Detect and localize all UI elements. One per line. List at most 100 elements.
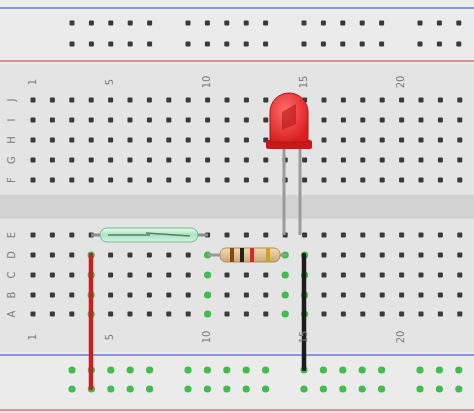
breadboard-hole <box>302 158 307 163</box>
breadboard-hole <box>69 138 74 143</box>
breadboard-hole <box>69 293 74 298</box>
breadboard-hole <box>263 42 268 47</box>
connected-hole <box>339 385 346 392</box>
breadboard-hole <box>302 178 307 183</box>
breadboard-hole <box>225 98 230 103</box>
breadboard-hole <box>360 21 365 26</box>
row-letter: D <box>7 251 17 259</box>
breadboard-hole <box>69 312 74 317</box>
breadboard-hole <box>360 253 365 258</box>
breadboard-hole <box>186 98 191 103</box>
breadboard-hole <box>147 138 152 143</box>
breadboard-hole <box>31 138 36 143</box>
breadboard-hole <box>360 118 365 123</box>
breadboard-hole <box>457 293 462 298</box>
breadboard-hole <box>89 98 94 103</box>
breadboard-hole <box>341 98 346 103</box>
breadboard-hole <box>50 293 55 298</box>
breadboard-hole <box>380 253 385 258</box>
breadboard-hole <box>457 233 462 238</box>
breadboard-hole <box>399 312 404 317</box>
breadboard-hole <box>360 158 365 163</box>
breadboard-hole <box>128 293 133 298</box>
connected-hole <box>262 366 269 373</box>
breadboard-hole <box>147 178 152 183</box>
breadboard-hole <box>341 158 346 163</box>
connected-hole <box>204 366 211 373</box>
breadboard-hole <box>225 158 230 163</box>
breadboard-hole <box>263 293 268 298</box>
breadboard-hole <box>340 42 345 47</box>
breadboard-hole <box>418 42 423 47</box>
breadboard-hole <box>380 293 385 298</box>
breadboard-hole <box>186 293 191 298</box>
breadboard-hole <box>419 293 424 298</box>
rail-red-line <box>0 60 474 61</box>
breadboard-hole <box>321 21 326 26</box>
connected-hole <box>204 291 211 298</box>
hole-grid <box>31 21 463 393</box>
breadboard-hole <box>50 273 55 278</box>
breadboard-hole <box>360 178 365 183</box>
column-number: 20 <box>397 331 407 344</box>
breadboard-hole <box>302 42 307 47</box>
connected-hole <box>68 366 75 373</box>
breadboard-hole <box>50 233 55 238</box>
led <box>266 93 312 149</box>
breadboard-hole <box>108 98 113 103</box>
breadboard-hole <box>147 118 152 123</box>
breadboard-hole <box>457 98 462 103</box>
breadboard-hole <box>108 42 113 47</box>
breadboard-hole <box>186 273 191 278</box>
breadboard-hole <box>50 158 55 163</box>
breadboard-hole <box>322 118 327 123</box>
connected-hole <box>378 366 385 373</box>
breadboard-hole <box>205 138 210 143</box>
breadboard-hole <box>263 273 268 278</box>
breadboard-hole <box>186 138 191 143</box>
row-letter: E <box>7 232 17 238</box>
breadboard-hole <box>69 273 74 278</box>
breadboard-hole <box>438 233 443 238</box>
breadboard-hole <box>438 158 443 163</box>
breadboard-hole <box>224 21 229 26</box>
connected-hole <box>107 366 114 373</box>
breadboard-hole <box>31 253 36 258</box>
breadboard-hole <box>437 42 442 47</box>
breadboard-hole <box>399 158 404 163</box>
connected-hole <box>204 385 211 392</box>
connected-hole <box>127 366 134 373</box>
breadboard-hole <box>147 98 152 103</box>
breadboard-hole <box>360 138 365 143</box>
breadboard-hole <box>108 138 113 143</box>
breadboard-hole <box>438 273 443 278</box>
connected-hole <box>146 366 153 373</box>
breadboard-hole <box>341 118 346 123</box>
column-number: 15 <box>300 331 310 344</box>
breadboard-hole <box>147 273 152 278</box>
breadboard-hole <box>322 233 327 238</box>
breadboard-hole <box>244 138 249 143</box>
breadboard-hole <box>147 293 152 298</box>
breadboard-hole <box>50 178 55 183</box>
breadboard-hole <box>322 98 327 103</box>
connected-hole <box>416 366 423 373</box>
breadboard-hole <box>322 138 327 143</box>
breadboard-hole <box>399 178 404 183</box>
breadboard-hole <box>360 312 365 317</box>
row-letter: B <box>7 292 17 299</box>
breadboard-hole <box>69 233 74 238</box>
breadboard-hole <box>399 138 404 143</box>
row-letter: A <box>7 311 17 318</box>
connected-hole <box>282 310 289 317</box>
breadboard-hole <box>50 253 55 258</box>
breadboard-hole <box>128 138 133 143</box>
breadboard-hole <box>322 253 327 258</box>
breadboard-hole <box>244 158 249 163</box>
breadboard-hole <box>244 233 249 238</box>
breadboard-hole <box>438 312 443 317</box>
breadboard-hole <box>322 178 327 183</box>
breadboard-hole <box>419 253 424 258</box>
connected-hole <box>282 271 289 278</box>
